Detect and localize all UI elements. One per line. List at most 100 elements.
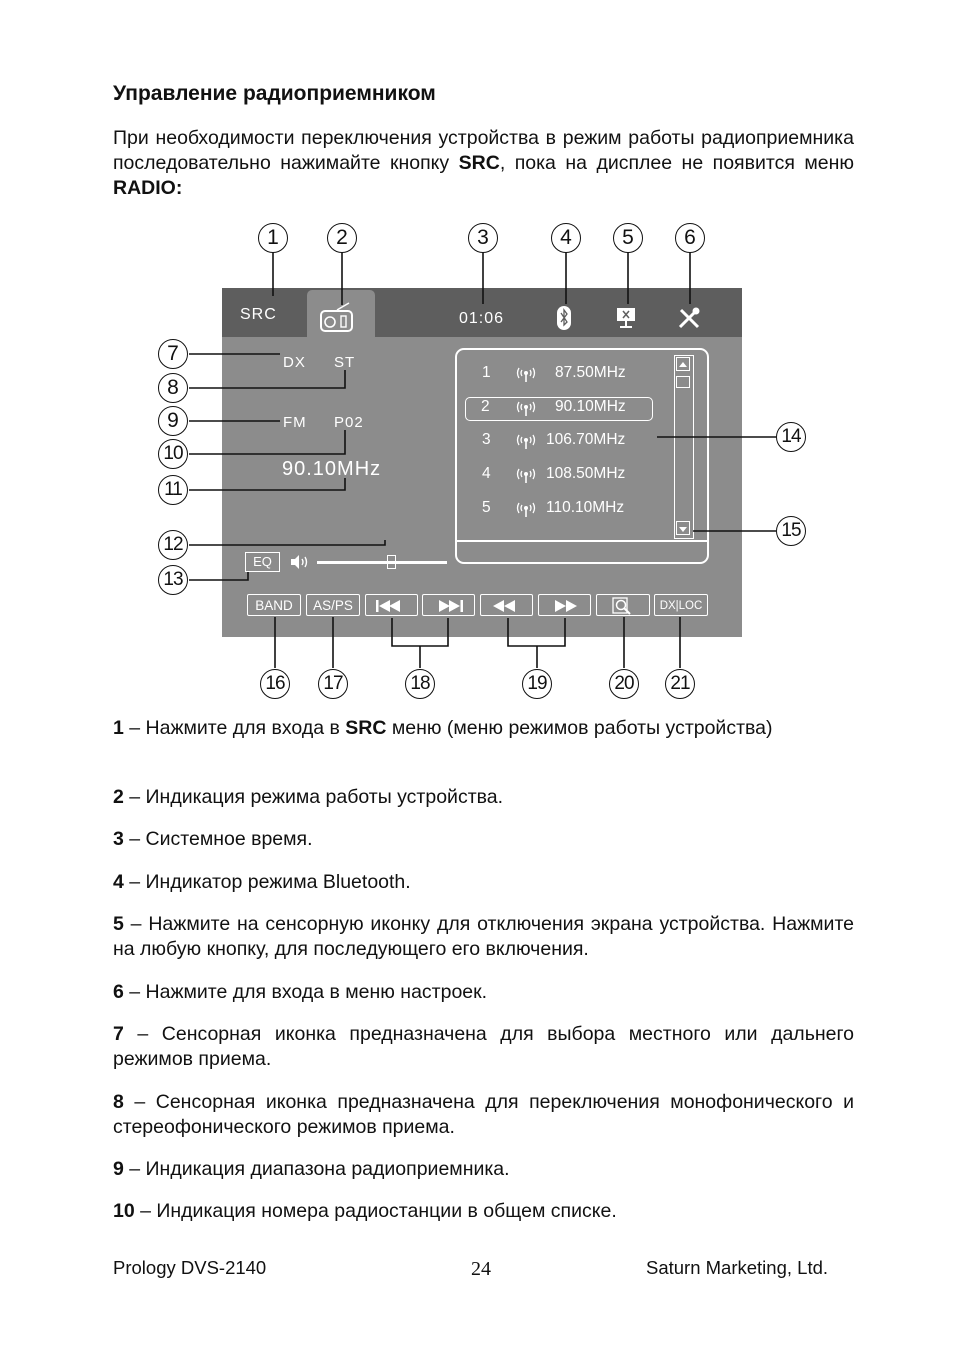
scroll-down-icon bbox=[676, 521, 690, 535]
station-number: 5 bbox=[482, 499, 491, 516]
frequency-display: 90.10MHz bbox=[282, 458, 382, 480]
description-item-5: 5 – Нажмите на сенсорную иконку для откл… bbox=[113, 912, 854, 962]
item-text: – Индикация режима работы устройства. bbox=[123, 786, 504, 808]
callout-marker-6: 6 bbox=[675, 223, 705, 253]
volume-slider-knob bbox=[387, 555, 396, 569]
callout-marker-7: 7 bbox=[158, 339, 188, 369]
item-text-post: меню (меню режимов работы устройства) bbox=[386, 717, 773, 739]
item-number: 5 bbox=[113, 913, 124, 935]
screen-off-icon bbox=[617, 308, 635, 328]
antenna-icon bbox=[516, 468, 536, 483]
station-number: 4 bbox=[482, 465, 491, 482]
callout-marker-21: 21 bbox=[665, 669, 695, 699]
station-frequency: 110.10MHz bbox=[546, 499, 625, 516]
intro-text-2: , пока на дисплее не появится меню bbox=[499, 152, 854, 174]
radio-mode-tab bbox=[307, 290, 375, 337]
callout-marker-18: 18 bbox=[405, 669, 435, 699]
st-indicator: ST bbox=[334, 354, 356, 371]
skip-back-icon bbox=[375, 600, 400, 612]
scroll-thumb bbox=[676, 376, 690, 388]
description-item-9: 9 – Индикация диапазона радиоприемника. bbox=[113, 1157, 854, 1182]
callout-marker-19: 19 bbox=[522, 669, 552, 699]
callout-marker-14: 14 bbox=[776, 422, 806, 452]
intro-text-1: При необходимости переключения устройств… bbox=[113, 127, 854, 174]
list-scrollbar bbox=[674, 355, 694, 539]
band-button: BAND bbox=[247, 594, 301, 616]
footer-company: Saturn Marketing, Ltd. bbox=[646, 1257, 829, 1278]
seek-forward-button bbox=[538, 594, 591, 616]
item-number: 3 bbox=[113, 828, 124, 850]
description-item-2: 2 – Индикация режима работы устройства. bbox=[113, 785, 854, 810]
screen-top-bar: SRC 01:06 bbox=[222, 288, 742, 337]
description-item-6: 6 – Нажмите для входа в меню настроек. bbox=[113, 980, 854, 1005]
page-number: 24 bbox=[471, 1258, 491, 1280]
item-text: – Системное время. bbox=[123, 828, 313, 850]
item-text-pre: – Нажмите для входа в bbox=[123, 717, 346, 739]
volume-slider-track bbox=[317, 561, 447, 564]
item-number: 2 bbox=[113, 786, 124, 808]
seek-back-button bbox=[480, 594, 533, 616]
item-number: 10 bbox=[113, 1200, 135, 1222]
callout-marker-16: 16 bbox=[260, 669, 290, 699]
eq-button: EQ bbox=[245, 552, 280, 572]
station-frequency: 106.70MHz bbox=[546, 431, 626, 448]
asps-button: AS/PS bbox=[306, 594, 360, 616]
callout-marker-20: 20 bbox=[609, 669, 639, 699]
dxloc-button: DX|LOC bbox=[654, 594, 708, 616]
dx-indicator: DX bbox=[283, 354, 306, 371]
preset-indicator: P02 bbox=[334, 414, 364, 431]
src-label: SRC bbox=[240, 306, 277, 323]
description-item-8: 8 – Сенсорная иконка предназначена для п… bbox=[113, 1090, 854, 1140]
system-time: 01:06 bbox=[459, 310, 505, 327]
scroll-up-icon bbox=[676, 357, 690, 371]
intro-src: SRC bbox=[458, 152, 500, 174]
description-item-1: 1 – Нажмите для входа в SRC меню (меню р… bbox=[113, 716, 854, 741]
settings-tools-icon bbox=[678, 307, 700, 329]
next-track-button bbox=[422, 594, 475, 616]
station-number: 2 bbox=[481, 398, 490, 415]
description-item-4: 4 – Индикатор режима Bluetooth. bbox=[113, 870, 854, 895]
callout-marker-9: 9 bbox=[158, 406, 188, 436]
callout-marker-2: 2 bbox=[327, 223, 357, 253]
callout-marker-13: 13 bbox=[158, 565, 188, 595]
callout-marker-3: 3 bbox=[468, 223, 498, 253]
description-item-3: 3 – Системное время. bbox=[113, 827, 854, 852]
item-text: – Нажмите для входа в меню настроек. bbox=[123, 981, 488, 1003]
item-text: – Индикация номера радиостанции в общем … bbox=[134, 1200, 617, 1222]
callout-marker-17: 17 bbox=[318, 669, 348, 699]
band-indicator: FM bbox=[283, 414, 307, 431]
item-text-bold: SRC bbox=[345, 717, 387, 739]
item-number: 9 bbox=[113, 1158, 124, 1180]
item-number: 7 bbox=[113, 1023, 124, 1045]
bluetooth-icon bbox=[557, 306, 571, 330]
item-text: – Сенсорная иконка предназначена для выб… bbox=[113, 1023, 854, 1070]
antenna-icon bbox=[516, 434, 536, 449]
callout-marker-1: 1 bbox=[258, 223, 288, 253]
callout-marker-5: 5 bbox=[613, 223, 643, 253]
station-frequency: 108.50MHz bbox=[546, 465, 626, 482]
station-frequency: 90.10MHz bbox=[555, 398, 626, 415]
intro-paragraph: При необходимости переключения устройств… bbox=[113, 126, 854, 201]
rewind-icon bbox=[492, 600, 515, 612]
description-item-10: 10 – Индикация номера радиостанции в общ… bbox=[113, 1199, 854, 1224]
speaker-icon bbox=[291, 555, 308, 569]
station-number: 3 bbox=[482, 431, 491, 448]
radio-icon bbox=[320, 302, 353, 332]
callout-marker-4: 4 bbox=[551, 223, 581, 253]
search-icon bbox=[612, 597, 631, 615]
item-text: – Сенсорная иконка предназначена для пер… bbox=[113, 1091, 854, 1138]
intro-radio: RADIO: bbox=[113, 177, 183, 199]
item-number: 1 bbox=[113, 717, 124, 739]
callout-marker-11: 11 bbox=[158, 475, 188, 505]
item-number: 8 bbox=[113, 1091, 124, 1113]
search-button bbox=[596, 594, 650, 616]
item-number: 4 bbox=[113, 871, 124, 893]
item-text: – Индикатор режима Bluetooth. bbox=[123, 871, 411, 893]
radio-screen-illustration: SRC 01:06 DX ST FM P02 90.10MHz bbox=[222, 288, 742, 637]
page-title: Управление радиоприемником bbox=[113, 82, 436, 105]
item-text: – Нажмите на сенсорную иконку для отключ… bbox=[113, 913, 854, 960]
antenna-icon bbox=[516, 502, 536, 517]
fast-forward-icon bbox=[554, 600, 577, 612]
